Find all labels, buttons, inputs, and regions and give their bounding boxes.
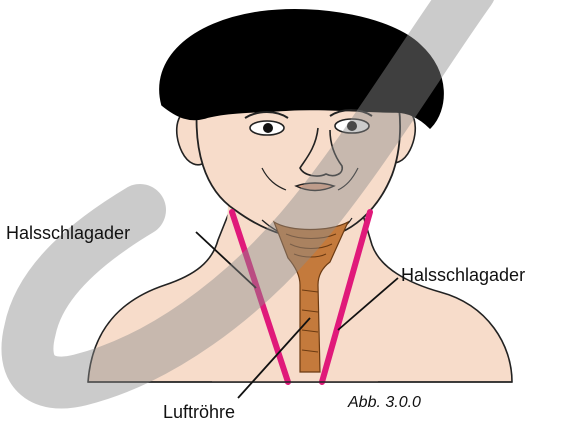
figure-caption: Abb. 3.0.0 xyxy=(348,395,421,411)
label-trachea: Luftröhre xyxy=(163,403,235,421)
left-pupil xyxy=(263,123,273,133)
label-left-carotid: Halsschlagader xyxy=(6,224,130,242)
label-right-carotid: Halsschlagader xyxy=(401,266,525,284)
